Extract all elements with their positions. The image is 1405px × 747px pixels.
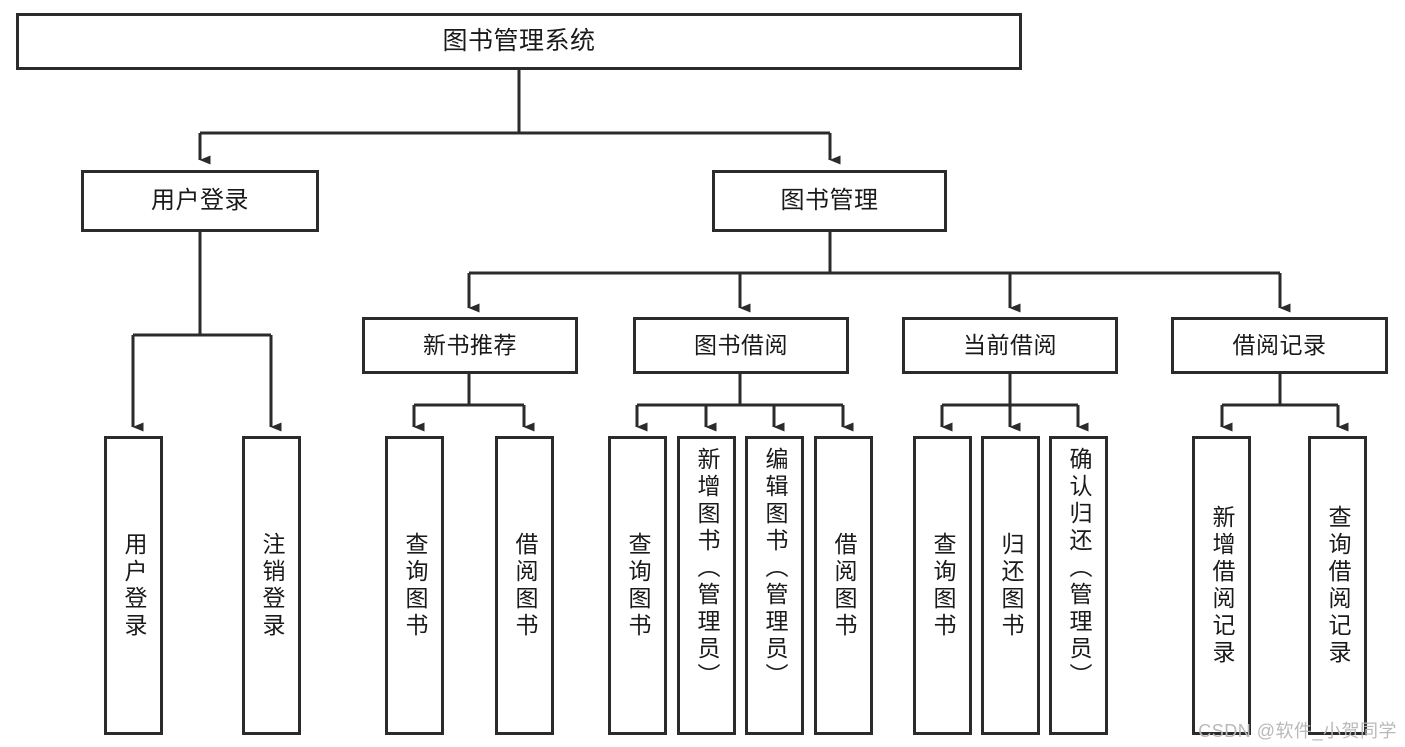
node-leaf-query-borrow-record-label: 查询借阅记录 bbox=[1325, 504, 1351, 667]
node-current-borrow-label: 当前借阅 bbox=[963, 332, 1057, 359]
node-leaf-borrow-book-1-label: 借阅图书 bbox=[512, 531, 538, 640]
node-leaf-logout-label: 注销登录 bbox=[259, 531, 285, 640]
node-user-login-label: 用户登录 bbox=[151, 187, 249, 215]
node-leaf-add-borrow-record-label: 新增借阅记录 bbox=[1209, 504, 1235, 667]
node-leaf-add-book-admin-label: 新增图书（管理员） bbox=[694, 447, 720, 690]
node-leaf-borrow-book-1[interactable]: 借阅图书 bbox=[495, 436, 554, 735]
node-new-book-recommend-label: 新书推荐 bbox=[423, 332, 517, 359]
node-leaf-user-login-label: 用户登录 bbox=[121, 531, 147, 640]
node-leaf-user-login[interactable]: 用户登录 bbox=[104, 436, 163, 735]
node-leaf-add-book-admin[interactable]: 新增图书（管理员） bbox=[677, 436, 736, 735]
node-borrow-record[interactable]: 借阅记录 bbox=[1171, 317, 1388, 374]
node-leaf-edit-book-admin-label: 编辑图书（管理员） bbox=[762, 447, 788, 690]
node-leaf-confirm-return-admin-label: 确认归还（管理员） bbox=[1066, 447, 1092, 690]
node-leaf-query-borrow-record[interactable]: 查询借阅记录 bbox=[1308, 436, 1367, 735]
node-new-book-recommend[interactable]: 新书推荐 bbox=[362, 317, 578, 374]
node-book-borrow[interactable]: 图书借阅 bbox=[633, 317, 849, 374]
node-leaf-add-borrow-record[interactable]: 新增借阅记录 bbox=[1192, 436, 1251, 735]
node-root-label: 图书管理系统 bbox=[442, 27, 596, 56]
node-leaf-query-book-1-label: 查询图书 bbox=[402, 531, 428, 640]
node-leaf-query-book-2[interactable]: 查询图书 bbox=[608, 436, 667, 735]
node-leaf-query-book-1[interactable]: 查询图书 bbox=[385, 436, 444, 735]
node-leaf-edit-book-admin[interactable]: 编辑图书（管理员） bbox=[745, 436, 804, 735]
node-leaf-logout[interactable]: 注销登录 bbox=[242, 436, 301, 735]
node-leaf-query-book-3-label: 查询图书 bbox=[930, 531, 956, 640]
node-leaf-confirm-return-admin[interactable]: 确认归还（管理员） bbox=[1049, 436, 1108, 735]
watermark: CSDN @软件_小贺同学 bbox=[1198, 721, 1397, 741]
node-leaf-return-book-label: 归还图书 bbox=[998, 531, 1024, 640]
node-leaf-return-book[interactable]: 归还图书 bbox=[981, 436, 1040, 735]
node-borrow-record-label: 借阅记录 bbox=[1232, 332, 1327, 359]
node-book-manage-label: 图书管理 bbox=[780, 187, 879, 215]
node-book-manage[interactable]: 图书管理 bbox=[712, 170, 947, 232]
node-user-login[interactable]: 用户登录 bbox=[81, 170, 319, 232]
node-leaf-borrow-book-2[interactable]: 借阅图书 bbox=[814, 436, 873, 735]
node-leaf-query-book-2-label: 查询图书 bbox=[625, 531, 651, 640]
node-current-borrow[interactable]: 当前借阅 bbox=[902, 317, 1118, 374]
node-root[interactable]: 图书管理系统 bbox=[16, 13, 1022, 70]
node-leaf-query-book-3[interactable]: 查询图书 bbox=[913, 436, 972, 735]
node-book-borrow-label: 图书借阅 bbox=[694, 332, 788, 359]
node-leaf-borrow-book-2-label: 借阅图书 bbox=[831, 531, 857, 640]
